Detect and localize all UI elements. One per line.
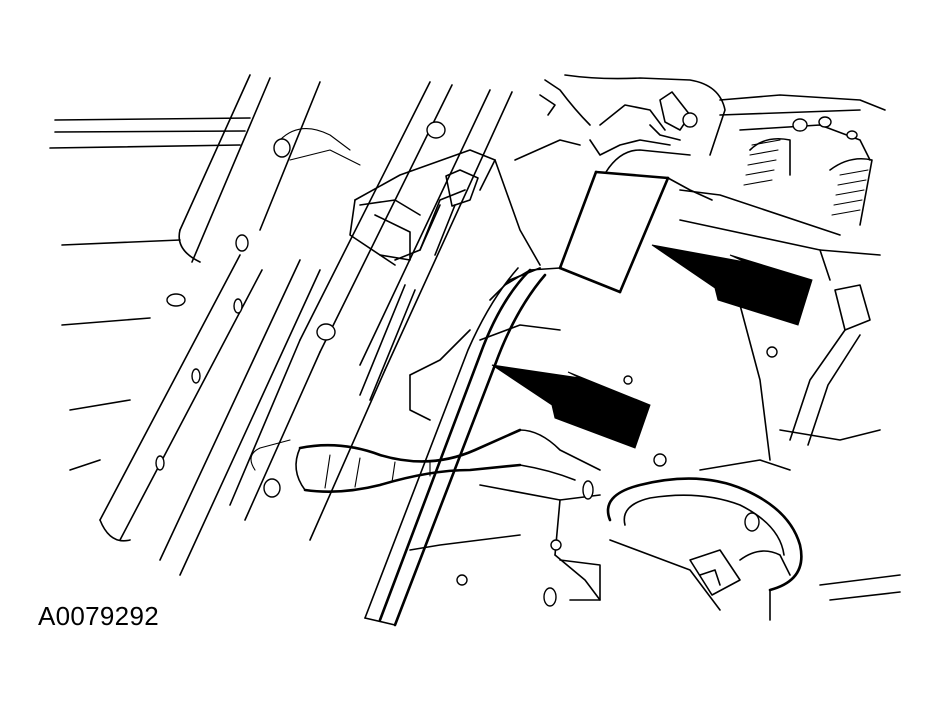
- upper-cable: [539, 74, 726, 156]
- callout-arrow-upper-icon: [651, 244, 813, 326]
- frame-rail: [49, 74, 321, 576]
- callout-arrow-lower-icon: [491, 364, 651, 449]
- figure-id-label: A0079292: [38, 601, 159, 631]
- spring-assembly: [623, 94, 886, 471]
- lower-assembly: [409, 453, 901, 621]
- mounting-bracket: [349, 149, 496, 266]
- inner-rail: [229, 81, 513, 541]
- loom: [295, 428, 601, 493]
- wire-harness: [364, 267, 547, 627]
- floor-bracket: [504, 104, 713, 294]
